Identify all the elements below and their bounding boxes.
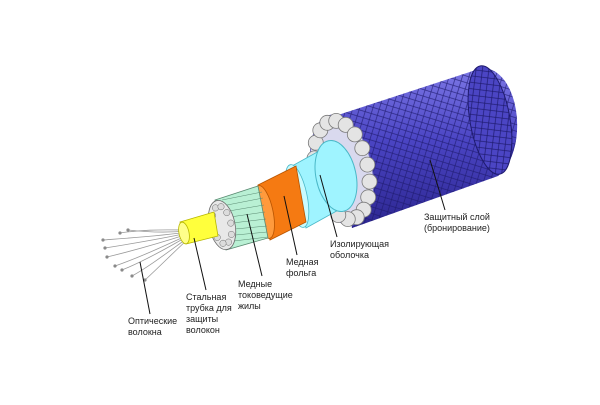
label-copper-wires: Медные токоведущие жилы bbox=[238, 279, 293, 311]
copper-wire-end bbox=[227, 219, 235, 227]
armor-wire-end bbox=[346, 126, 363, 143]
label-steel-tube: Стальная трубка для защиты волокон bbox=[186, 292, 232, 335]
leader-lines bbox=[139, 159, 446, 315]
label-insulation: Изолирующая оболочка bbox=[330, 239, 390, 260]
steel-tube-layer bbox=[178, 211, 219, 245]
fiber-tips bbox=[101, 228, 147, 282]
copper-wire-end bbox=[223, 209, 231, 217]
label-copper-foil: Медная фольга bbox=[286, 257, 319, 278]
copper-wire-end bbox=[219, 239, 227, 247]
armor-wire-end bbox=[354, 140, 371, 157]
armor-wire-end bbox=[361, 173, 378, 190]
copper-wire-end bbox=[227, 230, 235, 238]
armor-wire-end bbox=[359, 156, 376, 173]
label-optical-fibers: Оптические волокна bbox=[128, 316, 178, 337]
label-armor: Защитный слой (бронирование) bbox=[424, 212, 490, 233]
copper-wires-layer bbox=[207, 185, 269, 251]
copper-wire-end bbox=[217, 203, 225, 211]
optical-fibers bbox=[102, 229, 190, 281]
